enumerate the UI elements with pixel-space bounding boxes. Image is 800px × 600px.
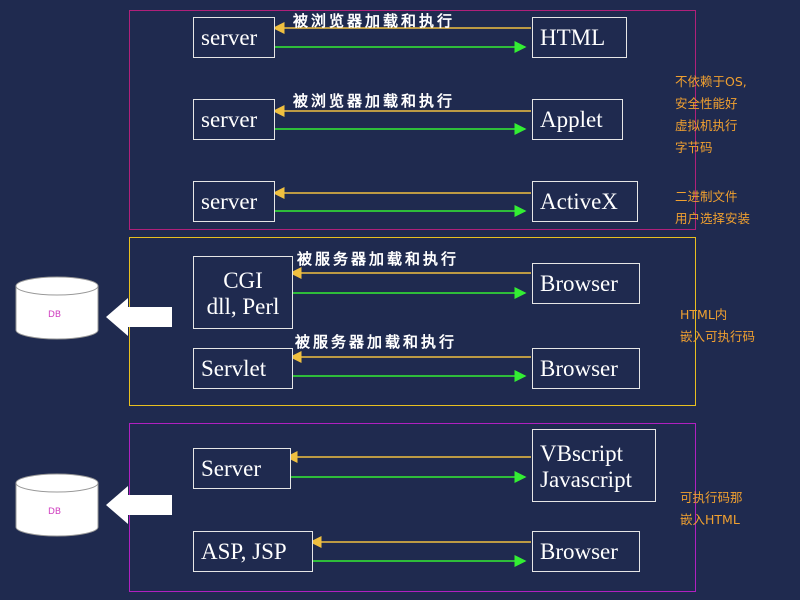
applet-node: Applet	[532, 99, 623, 140]
db-arrow-1	[106, 298, 172, 336]
label-server-load-1: 被服务器加载和执行	[297, 250, 460, 268]
label-browser-load-1: 被浏览器加载和执行	[293, 12, 456, 30]
cgi-node: CGI dll, Perl	[193, 256, 293, 329]
browser-node-servlet: Browser	[532, 348, 640, 389]
label-server-load-2: 被服务器加载和执行	[295, 333, 458, 351]
script-node: VBscript Javascript	[532, 429, 656, 502]
browser-node-cgi: Browser	[532, 263, 640, 304]
server-node-applet: server	[193, 99, 275, 140]
db-label: DB	[48, 310, 62, 320]
server-node-activex: server	[193, 181, 275, 222]
note-applet: 不依赖于OS, 安全性能好 虚拟机执行 字节码	[675, 74, 747, 155]
server-node-html: server	[193, 17, 275, 58]
note-html-embed: HTML内 嵌入可执行码	[680, 307, 756, 344]
servlet-node: Servlet	[193, 348, 293, 389]
server-node-script: Server	[193, 448, 291, 489]
asp-jsp-node: ASP, JSP	[193, 531, 313, 572]
database-icon	[15, 276, 99, 340]
note-code-embed: 可执行码那 嵌入HTML	[680, 490, 743, 527]
db-label: DB	[48, 507, 62, 517]
db-arrow-2	[106, 486, 172, 524]
label-browser-load-2: 被浏览器加载和执行	[293, 92, 456, 110]
html-node: HTML	[532, 17, 627, 58]
database-icon	[15, 473, 99, 537]
activex-node: ActiveX	[532, 181, 638, 222]
frame-client-side	[129, 10, 696, 230]
browser-node-asp: Browser	[532, 531, 640, 572]
note-activex: 二进制文件 用户选择安装	[675, 189, 751, 226]
